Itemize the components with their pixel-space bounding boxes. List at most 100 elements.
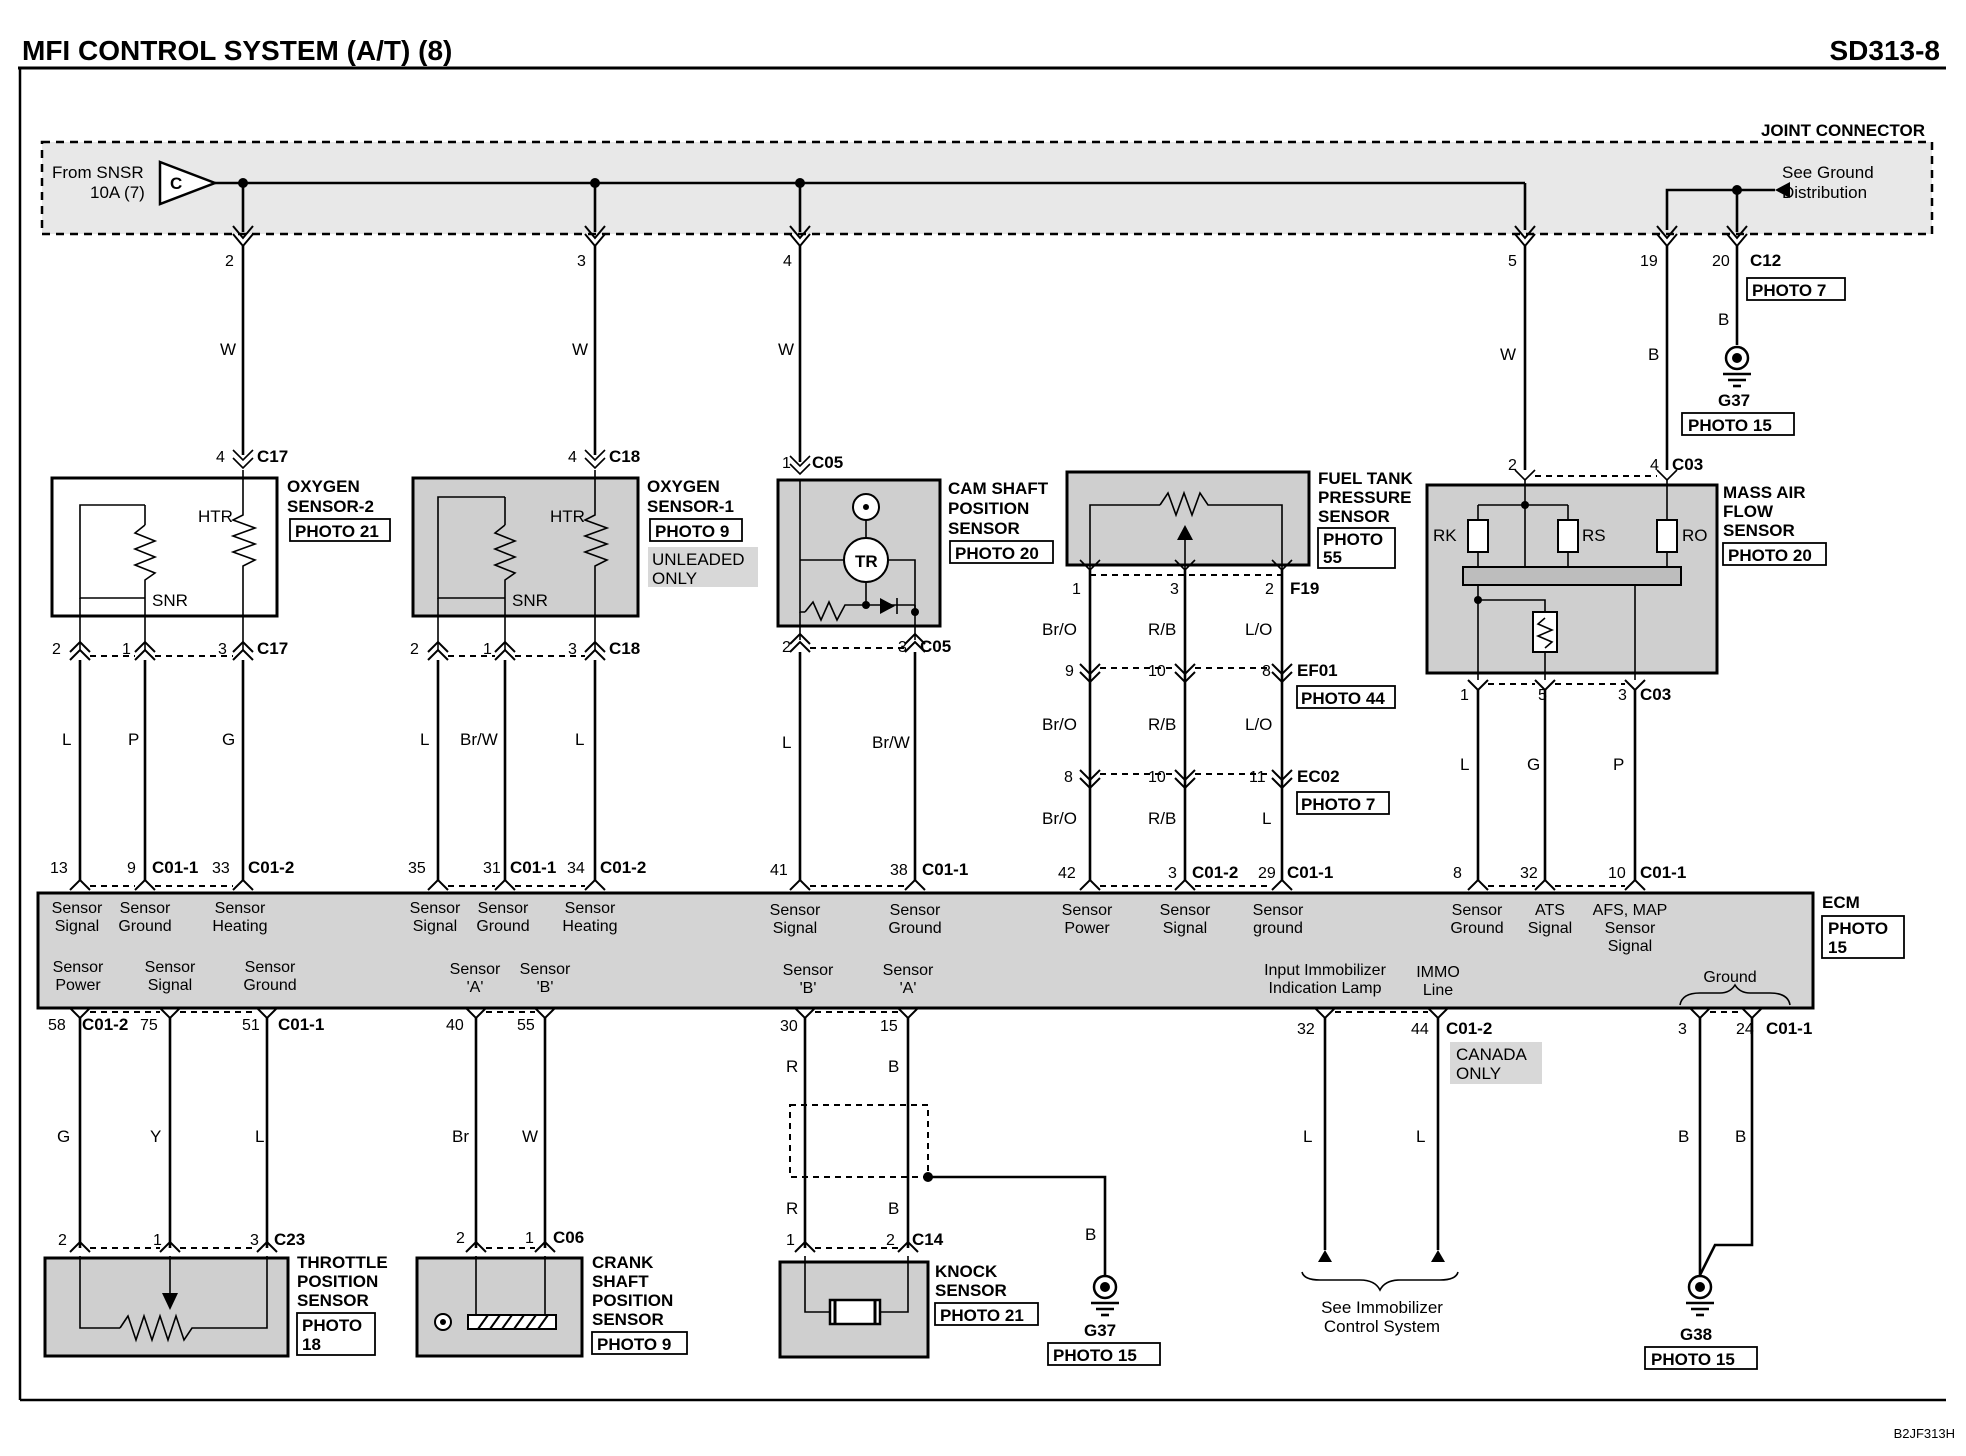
wire-color: B (1718, 310, 1729, 329)
svg-text:Sensor: Sensor (215, 900, 266, 917)
ground-distribution-label: Distribution (1782, 183, 1867, 202)
svg-text:33: 33 (212, 860, 230, 877)
wire-color: W (220, 340, 236, 359)
svg-text:Sensor: Sensor (565, 900, 616, 917)
ox2-lower-connector (69, 640, 254, 661)
oxygen-sensor-2: 4 C17 (50, 447, 288, 650)
g37-bottom-ground (1091, 1245, 1119, 1317)
ftp-name: PRESSURE (1318, 488, 1412, 507)
svg-text:24: 24 (1736, 1021, 1754, 1038)
svg-text:L: L (420, 730, 429, 749)
svg-text:Heating: Heating (212, 918, 267, 935)
svg-text:L: L (1262, 809, 1271, 828)
knock-shield (789, 1104, 1107, 1245)
svg-text:C01-1: C01-1 (922, 860, 968, 879)
svg-text:C01-2: C01-2 (1446, 1019, 1492, 1038)
svg-text:C17: C17 (257, 639, 288, 658)
svg-text:Input Immobilizer: Input Immobilizer (1264, 962, 1386, 979)
svg-text:C18: C18 (609, 447, 640, 466)
ecm-top-connector (69, 878, 1646, 891)
svg-text:G: G (222, 730, 235, 749)
svg-text:L: L (782, 733, 791, 752)
ground-distribution-arrow (1775, 182, 1790, 198)
svg-text:Power: Power (55, 977, 101, 994)
svg-text:Sensor: Sensor (52, 900, 103, 917)
svg-text:2: 2 (58, 1232, 67, 1249)
svg-text:2: 2 (1265, 581, 1274, 598)
svg-text:C01-1: C01-1 (152, 858, 198, 877)
cam-name: POSITION (948, 499, 1029, 518)
svg-text:ATS: ATS (1535, 902, 1565, 919)
svg-text:Ground: Ground (243, 977, 296, 994)
svg-text:R: R (786, 1199, 798, 1218)
svg-text:PHOTO 15: PHOTO 15 (1053, 1346, 1137, 1365)
svg-text:C06: C06 (553, 1228, 584, 1247)
ox2-name: OXYGEN (287, 477, 360, 496)
ecm-module (36, 891, 1815, 1010)
svg-text:Br/W: Br/W (460, 730, 498, 749)
svg-text:Sensor: Sensor (53, 959, 104, 976)
svg-text:Heating: Heating (562, 918, 617, 935)
svg-text:8: 8 (1262, 663, 1271, 680)
svg-text:B: B (1678, 1127, 1689, 1146)
svg-text:W: W (522, 1127, 538, 1146)
svg-text:Signal: Signal (413, 918, 457, 935)
svg-text:Control System: Control System (1324, 1317, 1440, 1336)
c12-pin: 19 (1640, 253, 1658, 270)
tps-photo: PHOTO (302, 1316, 362, 1335)
joint-connector: JOINT CONNECTOR From SNSR 10A (7) C See … (40, 121, 1934, 236)
svg-text:C01-1: C01-1 (1640, 863, 1686, 882)
svg-text:2: 2 (886, 1232, 895, 1249)
c12-pin: 4 (783, 253, 792, 270)
svg-text:44: 44 (1411, 1021, 1429, 1038)
maf-name: SENSOR (1723, 521, 1795, 540)
svg-text:34: 34 (567, 860, 585, 877)
svg-text:3: 3 (1618, 687, 1627, 704)
knock-name: KNOCK (935, 1262, 998, 1281)
svg-text:Ground: Ground (118, 918, 171, 935)
svg-text:2: 2 (1508, 457, 1517, 474)
svg-text:30: 30 (780, 1018, 798, 1035)
header: MFI CONTROL SYSTEM (A/T) (8) SD313-8 B2J… (18, 35, 1955, 1441)
svg-text:3: 3 (1170, 581, 1179, 598)
immobilizer-arrows (1301, 1250, 1459, 1292)
ecm-photo: PHOTO (1828, 919, 1888, 938)
ckp-name: CRANK (592, 1253, 654, 1272)
ftp-name: FUEL TANK (1318, 469, 1413, 488)
c12-connector-label: C12 (1750, 251, 1781, 270)
g37-top-photo: PHOTO 15 (1688, 416, 1772, 435)
cam-name: SENSOR (948, 519, 1020, 538)
svg-text:Signal: Signal (1608, 938, 1652, 955)
svg-text:CANADA: CANADA (1456, 1045, 1528, 1064)
svg-text:C01-1: C01-1 (278, 1015, 324, 1034)
svg-text:1: 1 (483, 641, 492, 658)
svg-text:11: 11 (1249, 769, 1266, 786)
svg-text:Sensor: Sensor (145, 959, 196, 976)
svg-text:R/B: R/B (1148, 809, 1176, 828)
top-wires (241, 246, 1739, 470)
ef01-connector (1079, 663, 1293, 684)
ecm-photo: 15 (1828, 938, 1847, 957)
ckp-photo: PHOTO 9 (597, 1335, 671, 1354)
svg-text:C01-2: C01-2 (82, 1015, 128, 1034)
svg-text:RS: RS (1582, 526, 1606, 545)
svg-text:3: 3 (898, 639, 907, 656)
maf-photo: PHOTO 20 (1728, 546, 1812, 565)
svg-text:L/O: L/O (1245, 715, 1272, 734)
wire-color: W (572, 340, 588, 359)
svg-text:Signal: Signal (1163, 920, 1207, 937)
ox1-name: SENSOR-1 (647, 497, 734, 516)
svg-text:Sensor: Sensor (890, 902, 941, 919)
svg-text:C03: C03 (1672, 455, 1703, 474)
svg-text:55: 55 (517, 1017, 535, 1034)
svg-text:C05: C05 (920, 637, 951, 656)
svg-text:1: 1 (786, 1232, 795, 1249)
svg-text:3: 3 (568, 641, 577, 658)
svg-text:L: L (1460, 755, 1469, 774)
svg-text:C01-1: C01-1 (1766, 1019, 1812, 1038)
svg-text:Indication Lamp: Indication Lamp (1269, 980, 1382, 997)
svg-text:C17: C17 (257, 447, 288, 466)
svg-text:41: 41 (770, 862, 788, 879)
ox1-photo: PHOTO 9 (655, 522, 729, 541)
